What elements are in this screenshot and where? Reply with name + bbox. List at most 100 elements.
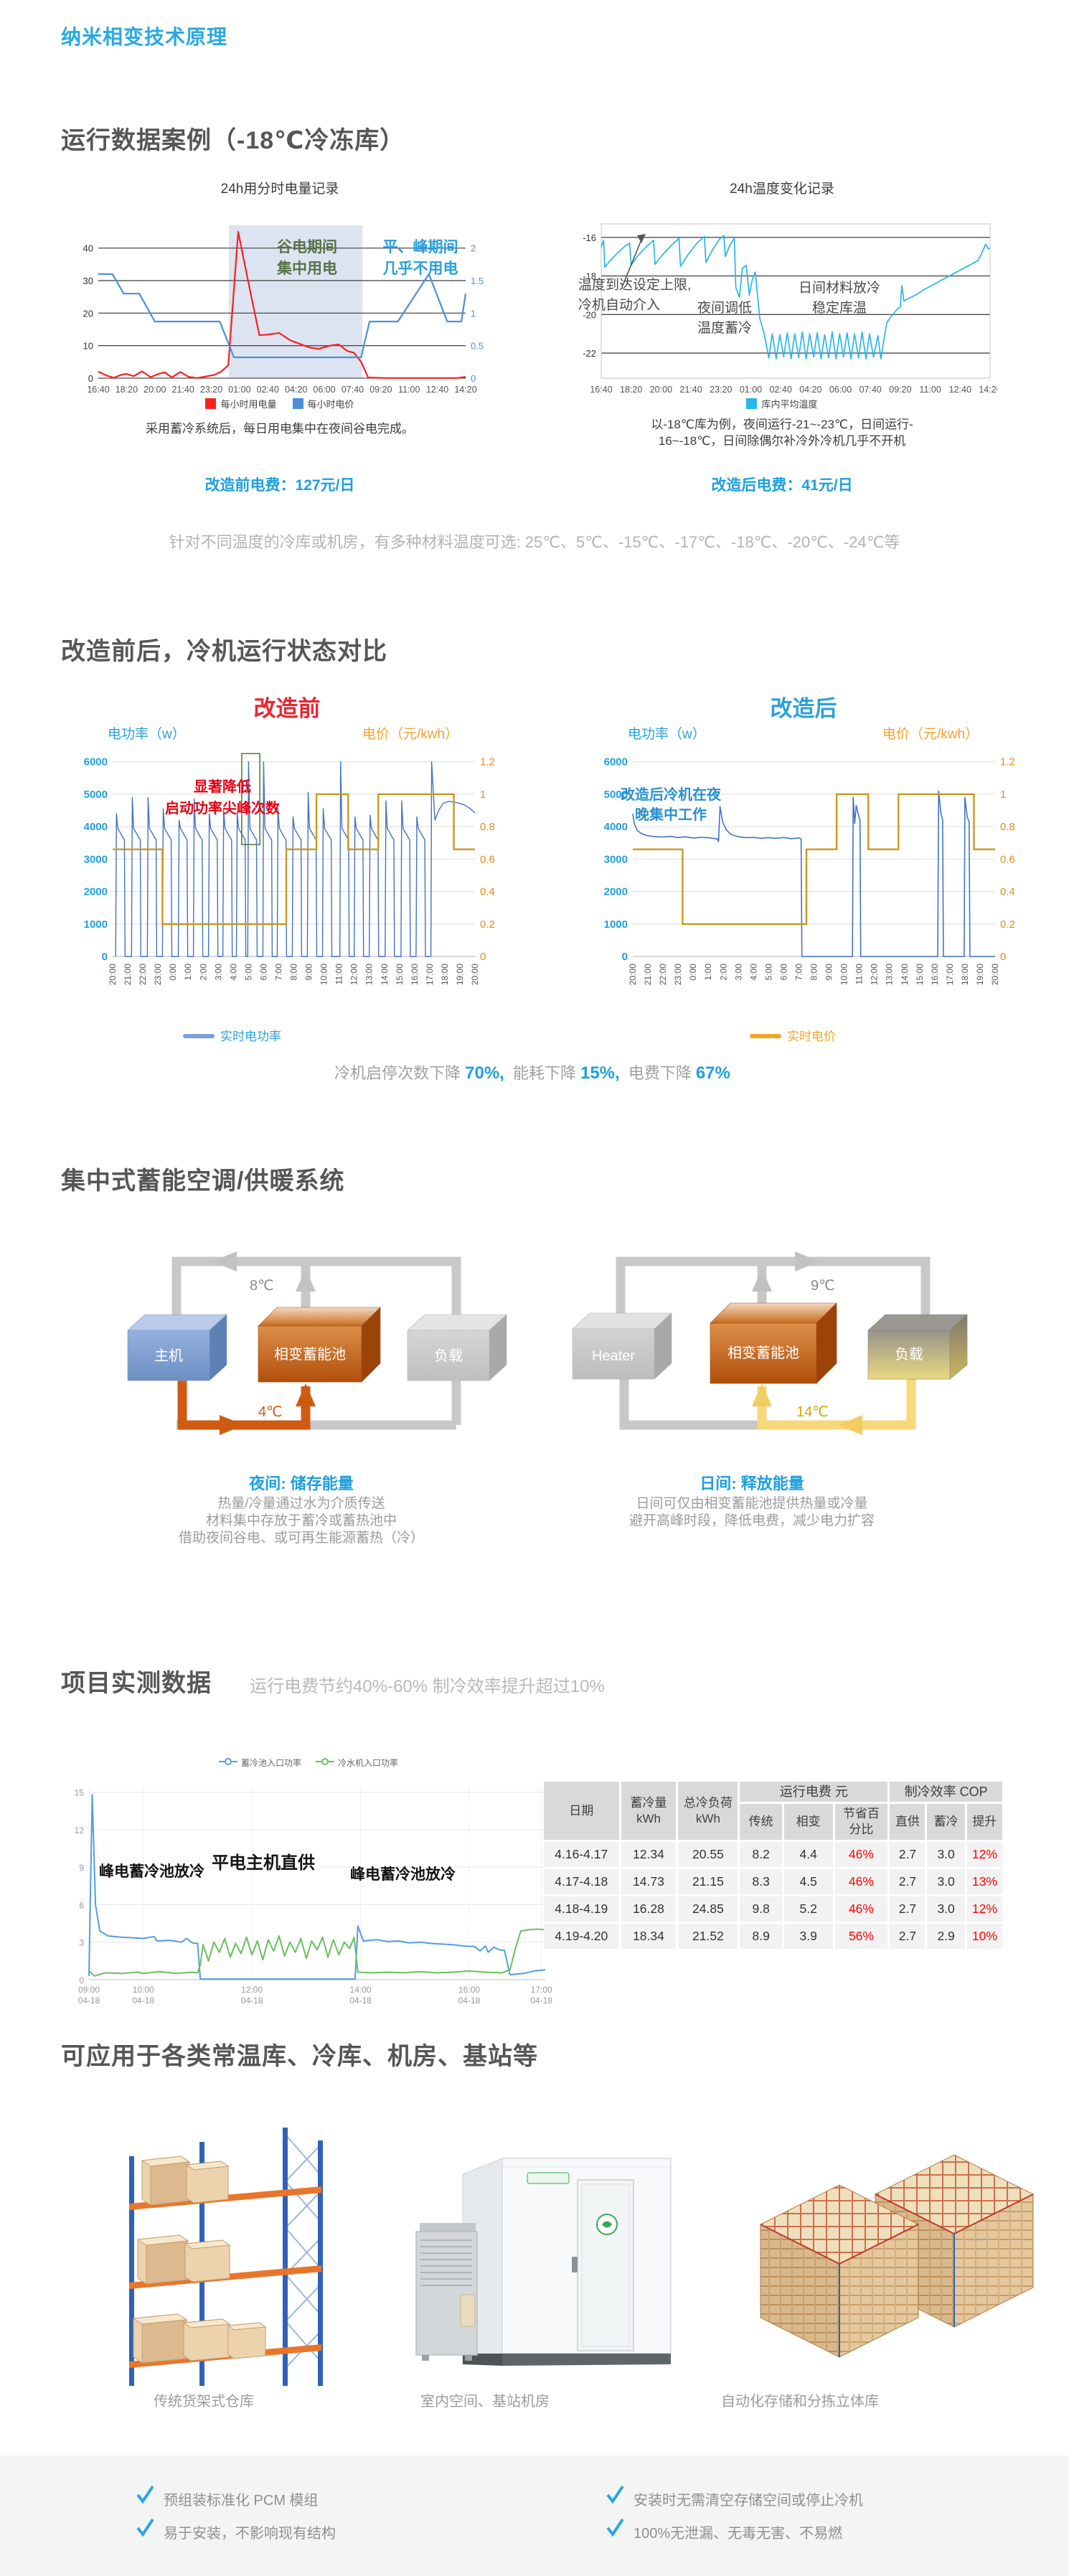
svg-text:14:20: 14:20 [454,385,476,395]
table-cell: 8.3 [740,1869,782,1894]
col-header-pcm: 相变 [783,1804,833,1840]
section4-heading: 项目实测数据 [61,1670,212,1697]
svg-text:1: 1 [471,308,476,319]
svg-text:0.5: 0.5 [471,341,484,352]
chartB-legend: 库内平均温度 [567,397,997,410]
col-header-load: 总冷负荷 kWh [678,1782,738,1840]
svg-text:19:00: 19:00 [455,964,465,985]
svg-text:5000: 5000 [84,789,108,801]
svg-text:20:00: 20:00 [990,964,1000,985]
table-cell: 12.34 [621,1842,677,1867]
pcm-box-label: 相变蓄能池 [274,1346,346,1363]
materials-note: 针对不同温度的冷库或机房，有多种材料温度可选: 25℃、5℃、-15℃、-17℃… [169,533,900,551]
check-icon [136,2485,154,2504]
svg-text:0.6: 0.6 [480,853,495,865]
section5-heading: 可应用于各类常温库、冷库、机房、基站等 [61,2043,538,2070]
svg-text:06:00: 06:00 [829,385,852,395]
svg-text:20:00: 20:00 [650,385,672,395]
col-header-store: 蓄冷 [927,1804,965,1840]
svg-text:3000: 3000 [84,853,108,865]
feature-item: 易于安装，不影响现有结构 [164,2526,336,2542]
table-cell: 8.2 [740,1842,782,1867]
section4-subtitle: 运行电费节约40%-60% 制冷效率提升超过10% [250,1677,605,1696]
svg-text:22:00: 22:00 [138,964,148,985]
red-square-icon [205,398,217,409]
chartA-caption: 采用蓄冷系统后，每日用电集中在夜间谷电完成。 [146,422,414,436]
col-group-cop: 制冷效率 COP [890,1782,1002,1802]
svg-text:0: 0 [88,373,93,384]
svg-text:02:40: 02:40 [770,385,792,395]
svg-text:09:20: 09:20 [889,385,911,395]
table-cell: 10% [966,1924,1002,1949]
right-arrow-icon [220,1415,244,1435]
footer-band [0,2455,1069,2576]
svg-text:9: 9 [79,1863,84,1873]
table-cell: 2.7 [890,1842,926,1867]
svg-text:15: 15 [75,1788,85,1798]
power-axis-label-right: 电功率（w） [628,727,706,742]
annotation-arrow-icon [622,234,646,286]
check-icon [606,2518,624,2537]
svg-text:15:00: 15:00 [915,964,925,985]
table-cell: 2.7 [890,1924,926,1949]
svg-text:3: 3 [79,1938,84,1948]
svg-text:06:00: 06:00 [313,385,335,395]
chartB-annotation-2: 夜间调低温度蓄冷 [697,301,752,336]
section3-heading: 集中式蓄能空调/供暖系统 [61,1167,345,1195]
before-annotation: 显著降低启动功率尖峰次数 [165,779,280,817]
svg-text:23:00: 23:00 [153,964,163,985]
night-description: 热量/冷量通过水为介质传送材料集中存放于蓄冷或蓄热池中借助夜间谷电、或可再生能源… [178,1496,424,1546]
table-cell: 12% [966,1896,1002,1922]
svg-text:10: 10 [83,341,93,352]
svg-text:0: 0 [1000,951,1006,963]
svg-text:04:20: 04:20 [285,385,307,395]
col-header-storage: 蓄冷量 kWh [621,1782,677,1840]
svg-text:0:00: 0:00 [168,964,178,981]
svg-text:14:20: 14:20 [979,385,997,395]
chartA-valley-annotation: 谷电期间集中用电 [277,239,337,277]
orange-line-icon [750,1034,781,1038]
table-cell: 4.18-4.19 [544,1896,619,1922]
chartB-annotation-3: 日间材料放冷稳定库温 [798,281,880,316]
svg-text:30: 30 [83,276,93,286]
cost-before: 改造前电费：127元/日 [204,477,355,494]
host-box-label: 主机 [154,1348,183,1364]
svg-text:6:00: 6:00 [258,964,268,981]
svg-text:20:00: 20:00 [470,964,480,985]
svg-text:20:00: 20:00 [628,964,638,985]
svg-text:6000: 6000 [84,756,108,768]
svg-text:11:00: 11:00 [854,964,865,984]
svg-text:12: 12 [75,1825,85,1835]
after-chart-title: 改造后 [770,696,837,721]
svg-text:0: 0 [102,951,108,963]
svg-text:7:00: 7:00 [273,964,283,981]
table-cell: 16.28 [621,1896,677,1922]
col-header-date: 日期 [544,1782,619,1840]
svg-text:15:00: 15:00 [395,964,405,985]
table-cell: 4.4 [783,1842,833,1867]
svg-text:1:00: 1:00 [703,964,713,981]
table-cell: 12% [966,1842,1002,1867]
col-header-traditional: 传统 [740,1804,782,1840]
svg-text:21:40: 21:40 [172,385,194,395]
table-cell: 46% [834,1869,888,1894]
check-icon [136,2518,154,2537]
svg-text:20:00: 20:00 [143,385,166,395]
table-cell: 4.19-4.20 [544,1924,619,1949]
load-box-label: 负载 [895,1346,923,1363]
svg-text:8:00: 8:00 [289,964,299,981]
svg-text:19:00: 19:00 [975,964,985,985]
section1-heading: 运行数据案例（-18℃冷冻库） [61,127,405,154]
svg-text:16:00: 16:00 [930,964,940,985]
svg-text:10:00: 10:00 [839,964,849,985]
svg-text:14:00: 14:00 [900,964,910,985]
svg-text:0.4: 0.4 [480,886,495,898]
svg-text:5:00: 5:00 [763,964,773,981]
svg-text:18:00: 18:00 [960,964,970,985]
before-power-chart: 010002000300040005000600000.20.40.60.811… [84,753,495,985]
